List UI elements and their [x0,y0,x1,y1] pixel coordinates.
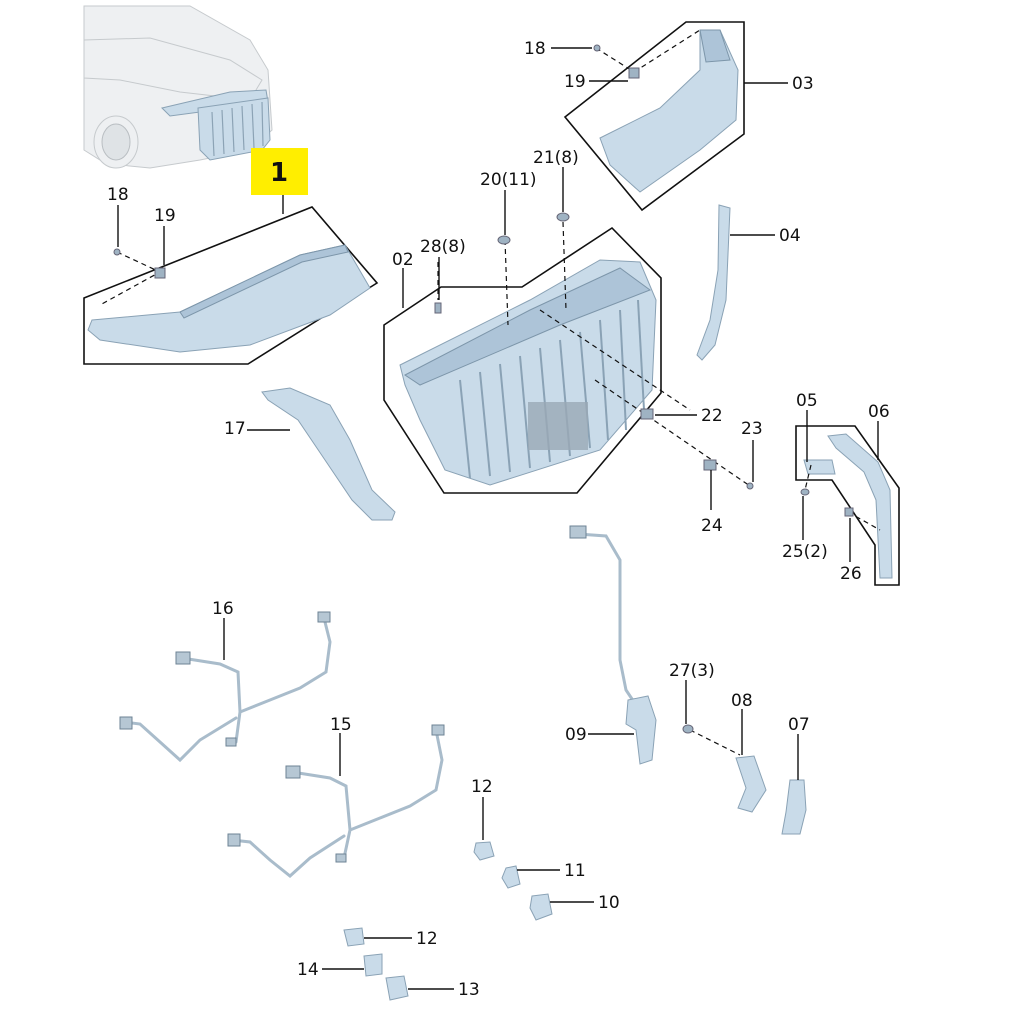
vehicle-thumbnail [83,5,273,169]
label-15: 15 [330,715,352,735]
part-16-wiring-harness: 16 [119,599,332,763]
label-21: 21(8) [533,148,579,168]
main-part-label: 1 [251,148,308,214]
svg-text:1: 1 [270,158,288,188]
part-03-upper-trim: 18 19 03 [524,21,814,212]
part-17-corner-trim: 17 [224,387,396,521]
label-04: 04 [779,226,801,246]
label-05: 05 [796,391,818,411]
parts-27-08-07-brackets: 27(3) 08 07 [669,661,810,835]
label-11: 11 [564,861,586,881]
label-22: 22 [701,406,723,426]
label-27: 27(3) [669,661,715,681]
label-17: 17 [224,419,246,439]
part-1-upper-trim: 18 19 [83,185,379,365]
label-14: 14 [297,960,319,980]
label-24: 24 [701,516,723,536]
label-12-lower: 12 [416,929,438,949]
label-16: 16 [212,599,234,619]
label-19-upper: 19 [564,72,586,92]
label-28: 28(8) [420,237,466,257]
label-07: 07 [788,715,810,735]
label-18: 18 [107,185,129,205]
label-06: 06 [868,402,890,422]
label-25: 25(2) [782,542,828,562]
label-10: 10 [598,893,620,913]
label-12-upper: 12 [471,777,493,797]
part-02-grille: 20(11) 21(8) 28(8) 02 22 [383,148,751,494]
label-02: 02 [392,250,414,270]
label-09: 09 [565,725,587,745]
parts-05-06-lamp-trim: 05 06 25(2) 26 [782,391,900,586]
label-03: 03 [792,74,814,94]
label-08: 08 [731,691,753,711]
label-13: 13 [458,980,480,1000]
label-23: 23 [741,419,763,439]
label-26: 26 [840,564,862,584]
part-04-side-strip: 04 [696,204,801,361]
part-09-sensor-bracket: 09 [565,525,657,765]
label-20: 20(11) [480,170,537,190]
parts-10-14-sensor-clips: 12 11 10 12 14 13 [297,777,620,1001]
label-19: 19 [154,206,176,226]
part-15-wiring-harness: 15 [227,715,445,878]
label-18-upper: 18 [524,39,546,59]
parts-23-24-fasteners: 23 24 [701,419,763,536]
